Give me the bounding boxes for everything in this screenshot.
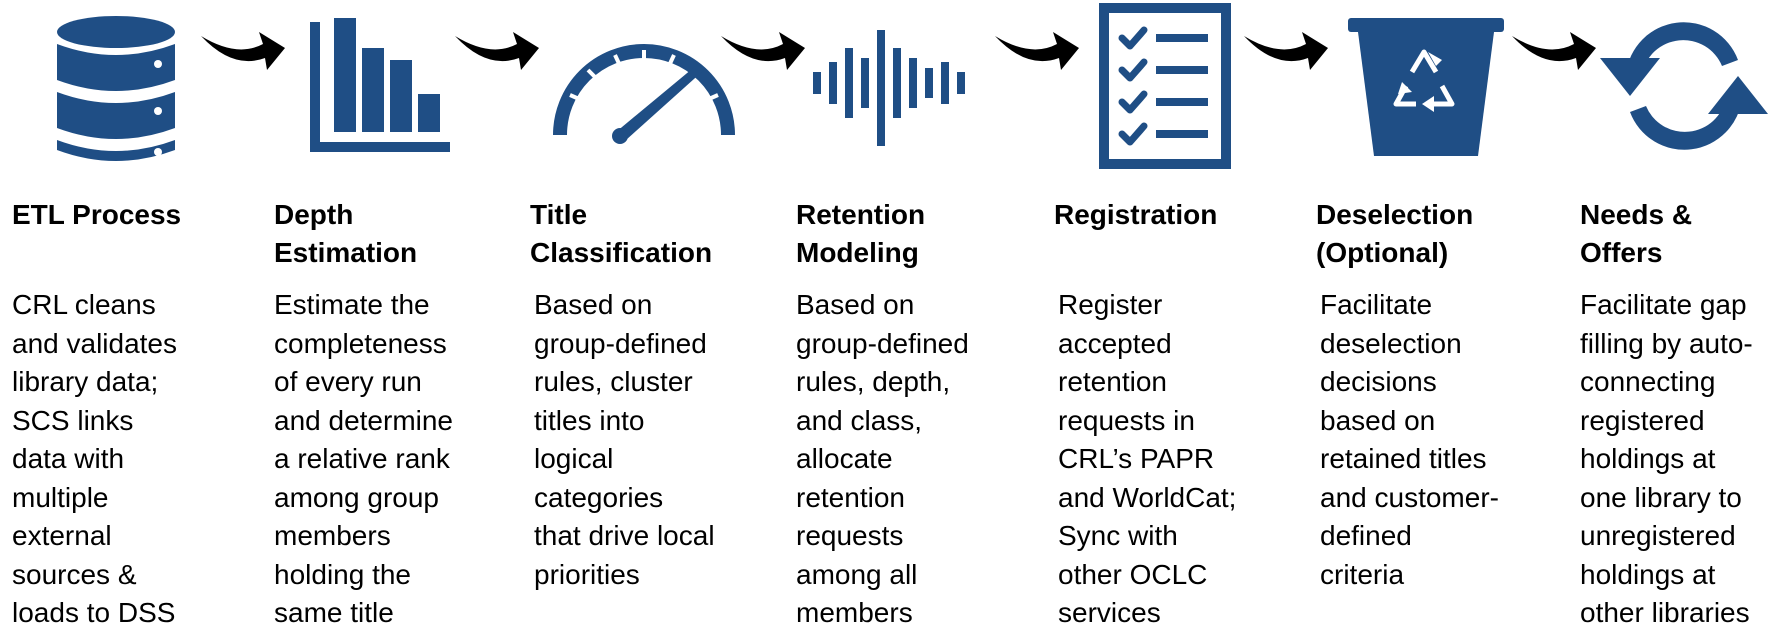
gauge-icon (553, 44, 735, 144)
step-title: ETL Process (12, 199, 182, 230)
step-title: Needs &Offers (1580, 199, 1693, 268)
sync-arrows-icon (1600, 22, 1768, 150)
checklist-icon (1099, 3, 1231, 169)
step-title: Deselection(Optional) (1316, 199, 1474, 268)
flow-arrow (1244, 32, 1328, 70)
bar-chart-icon (310, 18, 450, 152)
step-title: Registration (1054, 199, 1218, 230)
database-icon (57, 16, 175, 161)
flow-arrow (995, 32, 1079, 70)
flow-arrow (201, 32, 285, 70)
flow-arrow (455, 32, 539, 70)
flow-arrow (1512, 32, 1596, 70)
waveform-icon (813, 30, 965, 146)
flow-arrow (721, 32, 805, 70)
recycle-bin-icon (1348, 18, 1504, 156)
